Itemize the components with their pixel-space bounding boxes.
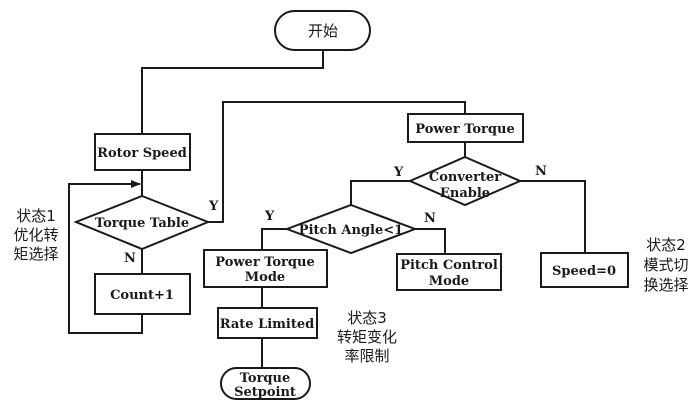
torque-table-label: Torque Table [95,216,189,231]
torque-setpoint-line1: Torque [240,371,291,386]
edge-torque-table-yes [208,101,466,223]
edge-start-to-rotor-speed [141,50,324,134]
state1-annotation: 状态1 优化转 矩选择 [13,207,58,263]
torque-setpoint-line2: Setpoint [234,385,296,400]
speed-zero-label: Speed=0 [552,264,616,279]
torque-setpoint-terminal: Torque Setpoint [220,367,311,400]
state3-line3: 率限制 [344,347,389,365]
edge-loop-back [68,180,143,334]
pitch-angle-decision: Pitch Angle<1 [284,203,418,255]
torque-table-no-label: N [124,251,136,266]
converter-yes-label: Y [393,165,404,180]
converter-enable-decision: Converter Enable [407,155,523,207]
pitch-angle-label: Pitch Angle<1 [299,223,403,238]
start-label: 开始 [308,22,338,40]
pitch-control-mode-line1: Pitch Control [400,258,498,273]
state3-line2: 转矩变化 [337,328,397,346]
edge-converter-no [520,180,586,253]
edge-pitch-no [415,228,446,254]
state1-line3: 矩选择 [13,245,58,263]
converter-no-label: N [535,164,547,179]
rate-limited-label: Rate Limited [220,317,314,332]
state3-annotation: 状态3 转矩变化 率限制 [337,309,397,365]
rotor-speed-label: Rotor Speed [97,146,187,161]
edge-labels: Y N Y N Y N [124,164,547,266]
torque-table-decision: Torque Table [73,194,211,251]
speed-zero-box: Speed=0 [540,252,629,288]
state2-line2: 模式切 [643,256,688,274]
state1-line1: 状态1 [16,207,56,225]
state2-line1: 状态2 [646,236,686,254]
rotor-speed-box: Rotor Speed [94,133,191,171]
state2-line3: 换选择 [643,276,688,294]
power-torque-box: Power Torque [407,113,524,143]
rate-limited-box: Rate Limited [217,307,318,339]
edge-converter-yes [350,180,410,205]
power-torque-mode-box: Power Torque Mode [203,249,328,288]
edge-pitch-yes [261,228,287,250]
pitch-control-mode-box: Pitch Control Mode [396,253,502,291]
count-label: Count+1 [110,288,174,303]
power-torque-label: Power Torque [415,122,514,137]
start-terminal: 开始 [274,10,371,51]
state1-line2: 优化转 [13,226,58,244]
power-torque-mode-line2: Mode [245,270,285,285]
connectors [68,50,586,368]
pitch-control-mode-line2: Mode [429,274,469,289]
converter-enable-label-line1: Converter [429,170,501,185]
pitch-no-label: N [424,211,436,226]
power-torque-mode-line1: Power Torque [215,255,314,270]
converter-enable-label-line2: Enable [440,186,490,201]
pitch-yes-label: Y [264,209,275,224]
torque-table-yes-label: Y [208,199,219,214]
state3-line1: 状态3 [347,309,387,327]
state2-annotation: 状态2 模式切 换选择 [643,236,688,294]
count-box: Count+1 [94,273,191,315]
